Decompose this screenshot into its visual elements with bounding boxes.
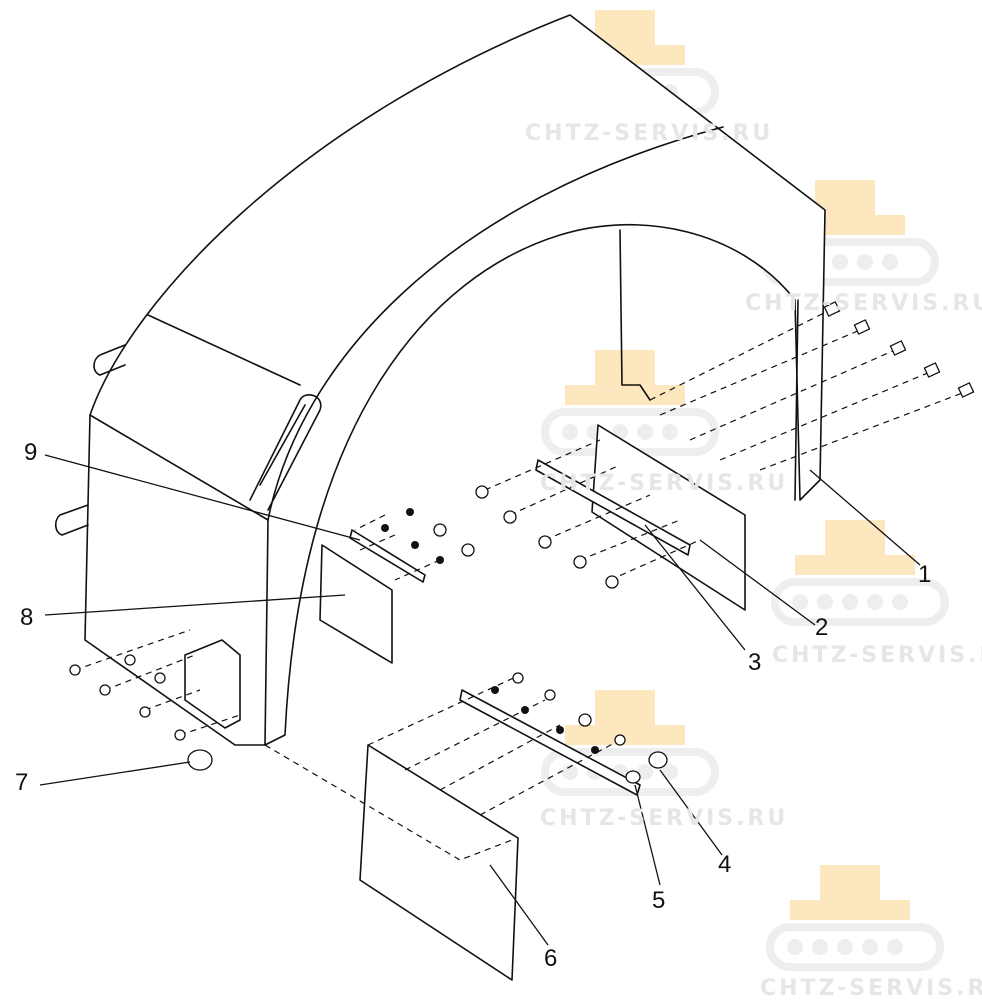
washer-part-5 [625,770,641,784]
assembly-lines [74,309,966,861]
watermark: CHTZ-SERVIS.RU CHTZ-SERVIS.RU CHTZ-SERVI… [525,121,982,1000]
callout-5: 5 [652,887,665,914]
callout-7: 7 [15,769,28,796]
callout-4: 4 [718,851,731,878]
callout-6: 6 [544,945,557,972]
callout-8: 8 [20,604,33,631]
fasteners [69,301,975,784]
leader-lines [39,454,921,946]
callout-3: 3 [748,649,761,676]
watermark-text: CHTZ-SERVIS.RU [540,806,788,831]
watermark-text: CHTZ-SERVIS.RU [540,471,788,496]
nut-part-4 [648,751,668,769]
watermark-text: CHTZ-SERVIS.RU [525,121,773,146]
watermark-text: CHTZ-SERVIS.RU [772,643,982,668]
mud-flap-left [319,529,426,664]
callout-labels: 1 2 3 4 5 6 7 8 9 [15,439,931,972]
bolt-part-7 [187,749,213,771]
watermark-text: CHTZ-SERVIS.RU [745,291,982,316]
fender-body [54,14,826,746]
mud-flap-lower [359,689,641,981]
callout-2: 2 [815,614,828,641]
callout-1: 1 [918,561,931,588]
callout-9: 9 [24,439,37,466]
watermark-text: CHTZ-SERVIS.RU [760,976,982,1000]
